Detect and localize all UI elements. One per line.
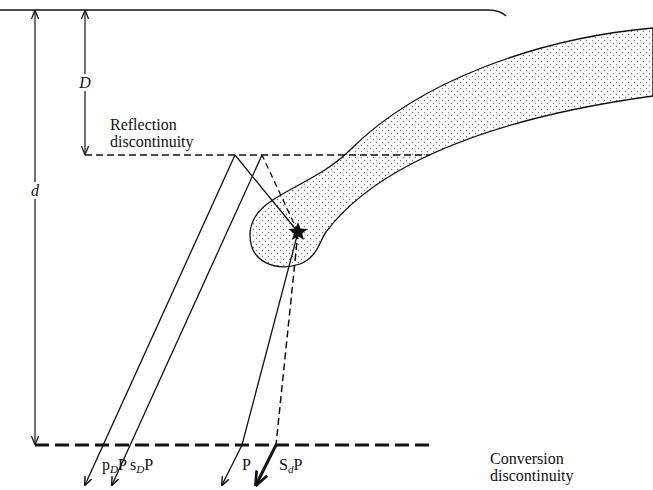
- phase-label: sDP: [130, 456, 153, 473]
- reflection-discontinuity: [85, 154, 430, 155]
- ray-path: [256, 445, 276, 485]
- surface-line: [0, 10, 506, 16]
- earthquake-source: [289, 222, 308, 240]
- depth-dimension: [34, 11, 35, 444]
- discontinuity-label: Conversion discontinuity: [490, 450, 600, 484]
- phase-label: P: [242, 456, 251, 473]
- conversion-discontinuity: [35, 444, 435, 447]
- ray-path: [262, 155, 298, 232]
- dimension-label: d: [29, 182, 41, 199]
- ray-path: [222, 232, 298, 485]
- ray-path: [85, 155, 235, 485]
- dimension-label: D: [77, 74, 93, 91]
- ray-path: [112, 155, 262, 485]
- phase-label: pDP: [102, 456, 127, 473]
- ray-path: [276, 232, 298, 445]
- phase-label: SdP: [279, 456, 302, 473]
- discontinuity-label: Reflection discontinuity: [110, 116, 220, 150]
- subducting-slab: [250, 28, 653, 267]
